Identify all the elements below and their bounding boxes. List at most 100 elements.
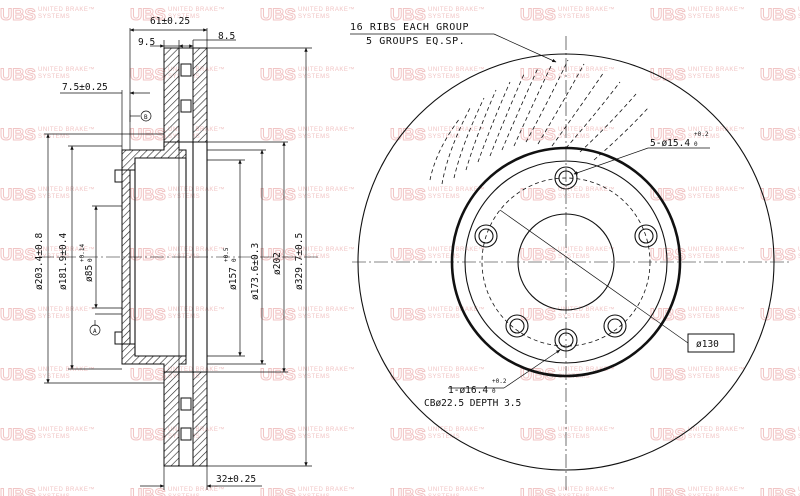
- watermark-tagline-2: SYSTEMS: [688, 254, 720, 260]
- watermark-brand: UBS: [520, 425, 556, 444]
- watermark-tagline-2: SYSTEMS: [558, 74, 590, 80]
- watermark-tagline-1: UNITED BRAKE™: [688, 126, 745, 133]
- watermark-tagline-1: UNITED BRAKE™: [688, 306, 745, 313]
- watermark-brand: UBS: [130, 125, 166, 144]
- watermark-tagline-2: SYSTEMS: [38, 434, 70, 440]
- watermark-tagline-1: UNITED BRAKE™: [38, 306, 95, 313]
- watermark-brand: UBS: [520, 245, 556, 264]
- watermark-tagline-1: UNITED BRAKE™: [798, 6, 800, 13]
- watermark-brand: UBS: [520, 125, 556, 144]
- watermark-tagline-1: UNITED BRAKE™: [688, 246, 745, 253]
- watermark-brand: UBS: [0, 365, 36, 384]
- watermark-brand: UBS: [260, 185, 296, 204]
- ribs-note-2: 5 GROUPS EQ.SP.: [366, 36, 465, 47]
- dim-bottom-width: 32±0.25: [216, 474, 256, 485]
- right-friction-plate-bottom: [192, 371, 208, 467]
- watermark-tagline-1: UNITED BRAKE™: [168, 486, 225, 493]
- pin-hole: [554, 328, 578, 352]
- watermark-tagline-2: SYSTEMS: [688, 194, 720, 200]
- pin-hole-tol-upper: +0.2: [492, 378, 507, 385]
- pcd-label: ø130: [696, 339, 719, 350]
- watermark-brand: UBS: [760, 245, 796, 264]
- watermark-brand: UBS: [0, 305, 36, 324]
- watermark-brand: UBS: [0, 5, 36, 24]
- watermark-brand: UBS: [760, 425, 796, 444]
- watermark-brand: UBS: [650, 65, 686, 84]
- rotor-outer-edge: [357, 53, 775, 471]
- dia-center-bore-tol-lower: 0: [87, 258, 94, 262]
- dim-total-width: 61±0.25: [150, 16, 190, 27]
- watermark-tagline-2: SYSTEMS: [688, 434, 720, 440]
- left-friction-plate-bottom: [163, 371, 180, 467]
- watermark-brand: UBS: [260, 5, 296, 24]
- watermark-tagline-1: UNITED BRAKE™: [428, 6, 485, 13]
- watermark-tagline-1: UNITED BRAKE™: [558, 186, 615, 193]
- watermark-brand: UBS: [760, 5, 796, 24]
- watermark-tagline-2: SYSTEMS: [38, 374, 70, 380]
- watermark-tagline-2: SYSTEMS: [38, 494, 70, 496]
- watermark-tagline-1: UNITED BRAKE™: [298, 66, 355, 73]
- watermark-tagline-2: SYSTEMS: [558, 314, 590, 320]
- watermark-brand: UBS: [650, 365, 686, 384]
- watermark-tagline-1: UNITED BRAKE™: [798, 246, 800, 253]
- watermark-tagline-1: UNITED BRAKE™: [38, 426, 95, 433]
- watermark-tagline-2: SYSTEMS: [558, 14, 590, 20]
- watermark-tagline-1: UNITED BRAKE™: [38, 186, 95, 193]
- watermark-brand: UBS: [130, 485, 166, 496]
- watermark-tagline-1: UNITED BRAKE™: [428, 246, 485, 253]
- watermark-tagline-2: SYSTEMS: [38, 134, 70, 140]
- dia-157-tol-upper: +0.5: [223, 247, 230, 262]
- bolt-hole-upper-left: [474, 224, 498, 248]
- hat-bottom-section: [121, 343, 187, 373]
- watermark-tagline-1: UNITED BRAKE™: [428, 126, 485, 133]
- watermark-tagline-1: UNITED BRAKE™: [38, 486, 95, 493]
- left-friction-plate-top: [163, 47, 180, 143]
- watermark-brand: UBS: [0, 65, 36, 84]
- watermark-tagline-2: SYSTEMS: [298, 194, 330, 200]
- watermark-tagline-2: SYSTEMS: [168, 14, 200, 20]
- datum-a: A: [93, 328, 97, 335]
- watermark-brand: UBS: [390, 245, 426, 264]
- watermark-tagline-1: UNITED BRAKE™: [298, 366, 355, 373]
- dia-center-bore-tol-upper: +0.14: [79, 244, 86, 262]
- watermark-tagline-1: UNITED BRAKE™: [168, 246, 225, 253]
- bolt-holes-tol-upper: +0.2: [694, 131, 709, 138]
- watermark-tagline-2: SYSTEMS: [798, 14, 800, 20]
- watermark-tagline-1: UNITED BRAKE™: [298, 246, 355, 253]
- watermark-tagline-2: SYSTEMS: [298, 314, 330, 320]
- watermark-brand: UBS: [650, 185, 686, 204]
- counterbore-label: CBø22.5 DEPTH 3.5: [424, 398, 521, 409]
- watermark-brand: UBS: [760, 365, 796, 384]
- watermark-brand: UBS: [390, 125, 426, 144]
- bolt-hole-lower-left: [505, 314, 529, 338]
- hat-top-section: [121, 141, 187, 171]
- watermark-tagline-2: SYSTEMS: [298, 494, 330, 496]
- watermark-tagline-1: UNITED BRAKE™: [688, 186, 745, 193]
- watermark-brand: UBS: [520, 185, 556, 204]
- watermark-tagline-2: SYSTEMS: [558, 134, 590, 140]
- watermark-brand: UBS: [760, 125, 796, 144]
- watermark-tagline-1: UNITED BRAKE™: [688, 486, 745, 493]
- watermark-tagline-2: SYSTEMS: [428, 74, 460, 80]
- watermark-brand: UBS: [260, 125, 296, 144]
- watermark-brand: UBS: [650, 425, 686, 444]
- watermark-tagline-1: UNITED BRAKE™: [798, 126, 800, 133]
- watermark-tagline-1: UNITED BRAKE™: [558, 306, 615, 313]
- watermark-brand: UBS: [760, 185, 796, 204]
- watermark-tagline-2: SYSTEMS: [558, 194, 590, 200]
- watermark-tagline-1: UNITED BRAKE™: [38, 246, 95, 253]
- watermark-tagline-2: SYSTEMS: [298, 134, 330, 140]
- watermark-brand: UBS: [130, 305, 166, 324]
- watermark-tagline-2: SYSTEMS: [38, 314, 70, 320]
- watermark-brand: UBS: [130, 5, 166, 24]
- watermark-tagline-1: UNITED BRAKE™: [38, 6, 95, 13]
- watermark-tagline-2: SYSTEMS: [38, 74, 70, 80]
- watermark-tagline-1: UNITED BRAKE™: [428, 66, 485, 73]
- watermark-brand: UBS: [520, 485, 556, 496]
- hat-outer-circle: [464, 160, 668, 364]
- watermark-brand: UBS: [0, 485, 36, 496]
- watermark-brand: UBS: [650, 245, 686, 264]
- watermark-tagline-1: UNITED BRAKE™: [798, 366, 800, 373]
- watermark-tagline-2: SYSTEMS: [428, 254, 460, 260]
- bolt-holes: [474, 166, 658, 352]
